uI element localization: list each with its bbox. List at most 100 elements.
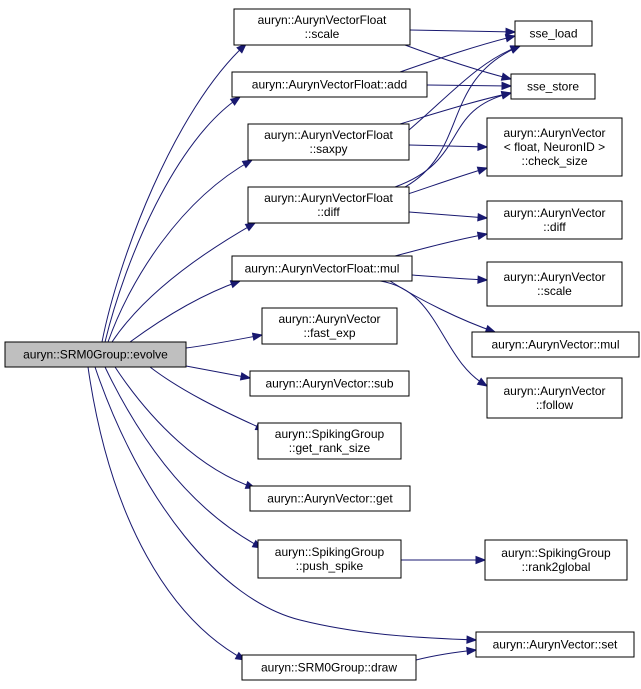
node-av_scale[interactable]: auryn::AurynVector::scale xyxy=(486,261,623,307)
edge-vf_add-to-sse_load xyxy=(399,34,517,73)
node-av_diff[interactable]: auryn::AurynVector::diff xyxy=(486,200,623,240)
node-av_follow[interactable]: auryn::AurynVector::follow xyxy=(486,377,623,419)
node-label: auryn::AurynVectorFloat xyxy=(258,13,387,27)
node-label: auryn::SRM0Group::draw xyxy=(261,661,397,675)
call-graph-nodes: auryn::SRM0Group::evolveauryn::AurynVect… xyxy=(4,8,640,681)
edge-line xyxy=(185,334,263,349)
edge-line xyxy=(389,280,496,333)
edge-vf_diff-to-av_check_size xyxy=(404,166,489,196)
arrowhead-icon xyxy=(505,27,517,37)
node-av_get[interactable]: auryn::AurynVector::get xyxy=(249,485,411,512)
edge-line xyxy=(411,274,488,281)
node-box xyxy=(261,307,398,345)
node-label: ::scale xyxy=(537,284,572,298)
node-label: ::diff xyxy=(317,205,340,219)
edge-vf_add-to-sse_store xyxy=(426,81,513,91)
edge-line xyxy=(408,211,488,219)
node-sse_load[interactable]: sse_load xyxy=(514,20,593,47)
edge-line xyxy=(87,366,246,661)
node-label: auryn::AurynVector xyxy=(503,206,605,220)
node-label: auryn::AurynVectorFloat xyxy=(264,191,393,205)
arrowhead-icon xyxy=(501,81,513,91)
node-vf_saxpy[interactable]: auryn::AurynVectorFloat::saxpy xyxy=(247,123,410,161)
edge-evolve-to-av_get xyxy=(114,366,257,489)
node-label: ::rank2global xyxy=(522,560,591,574)
node-vf_mul[interactable]: auryn::AurynVectorFloat::mul xyxy=(231,255,413,282)
node-box xyxy=(484,539,628,581)
edge-line xyxy=(114,366,256,489)
edge-line xyxy=(104,366,263,549)
node-label: auryn::AurynVector::mul xyxy=(491,338,619,352)
edge-evolve-to-av_sub xyxy=(185,365,252,381)
node-label: sse_load xyxy=(529,27,577,41)
arrowhead-icon xyxy=(476,377,489,387)
edge-evolve-to-vf_mul xyxy=(129,280,242,343)
node-av_mul[interactable]: auryn::AurynVector::mul xyxy=(471,331,640,358)
node-label: sse_store xyxy=(527,80,579,94)
node-sg_push_spike[interactable]: auryn::SpikingGroup::push_spike xyxy=(257,539,402,579)
node-label: < float, NeuronID > xyxy=(504,140,605,154)
node-vf_scale[interactable]: auryn::AurynVectorFloat::scale xyxy=(233,8,411,46)
edge-line xyxy=(94,366,477,641)
edge-vf_mul-to-av_mul xyxy=(389,280,497,333)
edge-evolve-to-vf_diff xyxy=(111,222,257,343)
edge-vf_diff-to-sse_store xyxy=(394,91,513,188)
node-box xyxy=(514,20,593,47)
arrowhead-icon xyxy=(509,45,522,54)
node-label: auryn::SpikingGroup xyxy=(275,545,385,559)
node-label: auryn::AurynVector::get xyxy=(267,492,393,506)
node-av_fast_exp[interactable]: auryn::AurynVector::fast_exp xyxy=(261,307,398,345)
node-label: auryn::AurynVector xyxy=(503,126,605,140)
node-label: auryn::AurynVector::set xyxy=(493,638,618,652)
node-vf_add[interactable]: auryn::AurynVectorFloat::add xyxy=(231,71,428,98)
arrowhead-icon xyxy=(466,635,478,644)
node-av_check_size[interactable]: auryn::AurynVector< float, NeuronID >::c… xyxy=(486,117,623,177)
edge-line xyxy=(185,365,251,379)
node-label: ::saxpy xyxy=(309,142,347,156)
arrowhead-icon xyxy=(477,142,489,151)
arrowhead-icon xyxy=(476,231,489,240)
node-box xyxy=(231,255,413,282)
edge-evolve-to-av_fast_exp xyxy=(185,332,264,349)
arrowhead-icon xyxy=(244,222,257,232)
node-box xyxy=(257,422,402,460)
node-box xyxy=(475,631,635,658)
edge-vf_mul-to-av_scale xyxy=(411,274,489,284)
edge-line xyxy=(404,167,488,196)
node-label: ::check_size xyxy=(521,154,587,168)
edge-evolve-to-av_set xyxy=(94,366,478,644)
node-sg_rank2global[interactable]: auryn::SpikingGroup::rank2global xyxy=(484,539,628,581)
arrowhead-icon xyxy=(251,332,264,341)
edge-vf_mul-to-av_follow xyxy=(379,280,489,387)
node-evolve[interactable]: auryn::SRM0Group::evolve xyxy=(4,341,187,368)
node-label: auryn::AurynVector xyxy=(503,270,605,284)
node-label: auryn::AurynVector xyxy=(503,384,605,398)
node-box xyxy=(249,370,410,397)
node-sg_get_rank_size[interactable]: auryn::SpikingGroup::get_rank_size xyxy=(257,422,402,460)
arrowhead-icon xyxy=(500,91,513,100)
node-box xyxy=(486,200,623,240)
edge-line xyxy=(409,29,516,33)
arrowhead-icon xyxy=(477,275,489,284)
edge-line xyxy=(408,45,521,131)
arrowhead-icon xyxy=(241,159,254,169)
edge-vf_diff-to-av_diff xyxy=(408,211,489,222)
edge-line xyxy=(149,366,266,431)
edge-line xyxy=(101,43,247,343)
node-label: ::get_rank_size xyxy=(289,441,371,455)
node-box xyxy=(486,377,623,419)
edge-line xyxy=(111,222,256,343)
edge-line xyxy=(399,35,516,73)
node-label: ::follow xyxy=(536,398,574,412)
arrowhead-icon xyxy=(504,34,517,43)
node-av_set[interactable]: auryn::AurynVector::set xyxy=(475,631,635,658)
edge-line xyxy=(379,280,488,387)
node-vf_diff[interactable]: auryn::AurynVectorFloat::diff xyxy=(247,186,410,224)
node-av_sub[interactable]: auryn::AurynVector::sub xyxy=(249,370,410,397)
node-box xyxy=(257,539,402,579)
node-label: ::push_spike xyxy=(296,559,364,573)
node-srm_draw[interactable]: auryn::SRM0Group::draw xyxy=(241,654,417,681)
node-sse_store[interactable]: sse_store xyxy=(510,73,596,100)
node-box xyxy=(510,73,596,100)
